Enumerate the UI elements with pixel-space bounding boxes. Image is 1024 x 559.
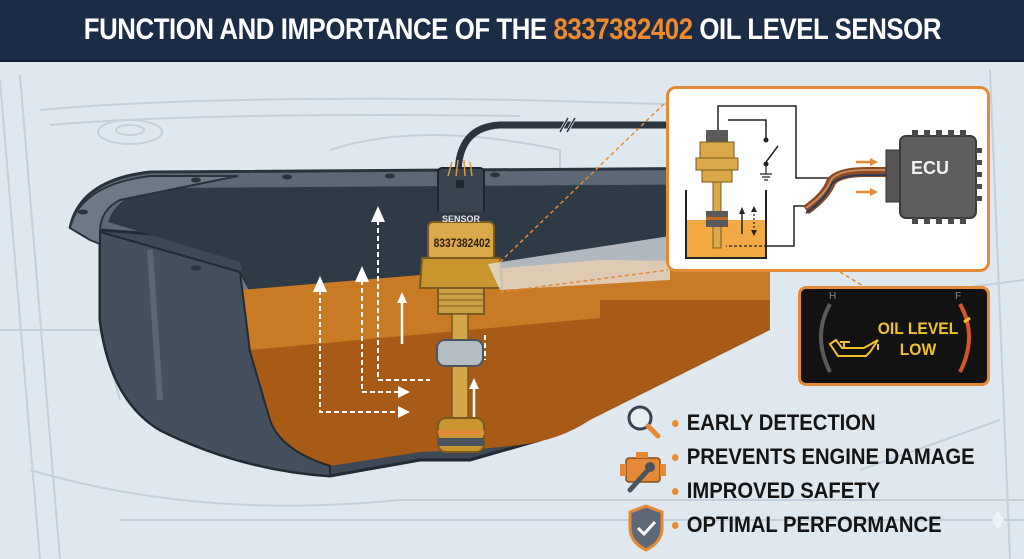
ecu-label: ECU	[910, 158, 949, 178]
bullet-icon	[672, 419, 679, 427]
title-suffix: OIL LEVEL SENSOR	[692, 13, 941, 46]
gauge-low-label: H	[829, 291, 837, 302]
sensor-connector-label: SENSOR	[441, 214, 480, 224]
sensor-cable	[454, 121, 680, 176]
header-banner: FUNCTION AND IMPORTANCE OF THE 833738240…	[0, 0, 1024, 62]
warning-message: OIL LEVEL LOW	[874, 318, 962, 360]
sensor-part-number: 8337382402	[433, 236, 491, 250]
gauge-arcs	[819, 303, 971, 373]
bullet-icon	[672, 521, 679, 529]
page-title: FUNCTION AND IMPORTANCE OF THE 833738240…	[83, 13, 941, 47]
benefit-item: EARLY DETECTION	[672, 408, 876, 438]
benefit-label: OPTIMAL PERFORMANCE	[686, 512, 942, 537]
shield-check-icon	[628, 504, 664, 552]
sensor-body	[418, 159, 504, 453]
engine-wrench-icon	[620, 452, 666, 493]
warning-line-1: OIL LEVEL	[877, 319, 959, 338]
benefit-label: IMPROVED SAFETY	[686, 478, 881, 503]
title-part-number: 8337382402	[553, 13, 693, 46]
oil-pan-illustration	[0, 69, 1024, 559]
magnifier-icon	[627, 405, 661, 439]
benefit-item: OPTIMAL PERFORMANCE	[672, 510, 942, 540]
benefit-label: EARLY DETECTION	[686, 410, 876, 435]
warning-line-2: LOW	[899, 340, 937, 359]
gauge-full-label: F	[955, 291, 962, 302]
bullet-icon	[672, 487, 679, 495]
circuit-diagram	[685, 105, 982, 259]
engine-bay-scene	[0, 62, 1024, 559]
benefit-item: IMPROVED SAFETY	[672, 476, 880, 506]
benefit-item: PREVENTS ENGINE DAMAGE	[672, 442, 975, 472]
title-prefix: FUNCTION AND IMPORTANCE OF THE	[83, 13, 554, 46]
benefit-label: PREVENTS ENGINE DAMAGE	[686, 444, 975, 469]
bullet-icon	[672, 453, 679, 461]
oil-can-icon	[828, 338, 879, 357]
